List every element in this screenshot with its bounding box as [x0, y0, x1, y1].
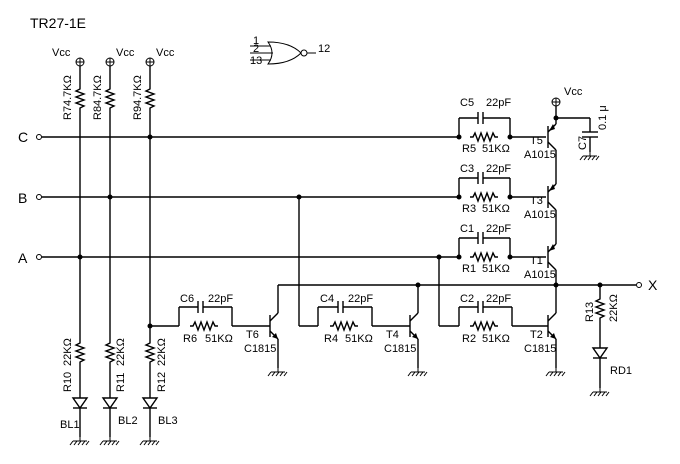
c5-label: C5 [460, 97, 474, 109]
c4-label: C4 [320, 293, 334, 305]
vcc-label-4: Vcc [564, 86, 583, 98]
r7-label: R7 [62, 106, 74, 120]
network-t1 [456, 232, 546, 262]
transistor-t6 [267, 285, 288, 377]
bl3-label: BL3 [158, 415, 178, 427]
input-a-label: A [18, 250, 28, 266]
r3-label: R3 [462, 203, 476, 215]
transistor-t4 [407, 285, 428, 377]
gate-pin-12: 12 [318, 43, 330, 55]
terminal-c [36, 134, 42, 140]
t2-label: T2 [530, 329, 543, 341]
r1-label: R1 [462, 263, 476, 275]
t5-type: A1015 [524, 149, 556, 161]
r3-value: 51KΩ [482, 203, 510, 215]
input-c-label: C [18, 129, 28, 145]
c7-value: 0.1 μ [597, 105, 609, 130]
r9-value: 4.7KΩ [132, 75, 144, 106]
r10-label: R10 [62, 372, 74, 392]
terminal-a [36, 254, 42, 260]
npn-wiring [150, 194, 459, 327]
t2-type: C1815 [524, 343, 556, 355]
rd1-label: RD1 [610, 365, 632, 377]
r8-label: R8 [92, 106, 104, 120]
r2-value: 51KΩ [482, 333, 510, 345]
pnp-stack-wires [551, 97, 600, 285]
c6-label: C6 [180, 293, 194, 305]
r10-value: 22KΩ [62, 338, 74, 366]
network-t5 [456, 112, 546, 142]
t6-type: C1815 [244, 343, 276, 355]
r6-label: R6 [183, 333, 197, 345]
t6-label: T6 [246, 329, 259, 341]
bl2-label: BL2 [118, 415, 138, 427]
t4-type: C1815 [384, 343, 416, 355]
r4-value: 51KΩ [345, 333, 373, 345]
gate-pin-13: 13 [250, 55, 262, 67]
r4-label: R4 [324, 333, 338, 345]
r11-value: 22KΩ [115, 338, 127, 366]
vcc-label-3: Vcc [156, 47, 175, 59]
pullup-column-2 [99, 57, 120, 446]
vcc-label-2: Vcc [116, 47, 135, 59]
terminal-x [636, 282, 642, 288]
c4-value: 22pF [348, 293, 373, 305]
t3-type: A1015 [524, 209, 556, 221]
diagram-title: TR27-1E [30, 15, 86, 31]
r11-label: R11 [115, 373, 127, 392]
c6-value: 22pF [208, 293, 233, 305]
r5-label: R5 [462, 143, 476, 155]
transistor-t1 [547, 243, 557, 271]
terminal-b [36, 194, 42, 200]
input-b-label: B [18, 190, 27, 206]
c5-value: 22pF [486, 97, 511, 109]
r8-value: 4.7KΩ [92, 75, 104, 106]
c3-label: C3 [460, 163, 474, 175]
bl1-label: BL1 [60, 419, 80, 431]
c1-label: C1 [460, 223, 474, 235]
network-t6 [178, 301, 270, 331]
transistor-t3 [547, 183, 557, 211]
r1-value: 51KΩ [482, 263, 510, 275]
r7-value: 4.7KΩ [62, 75, 74, 106]
output-net [278, 282, 642, 397]
r5-value: 51KΩ [482, 143, 510, 155]
gate-pin-2: 2 [253, 43, 259, 55]
c3-value: 22pF [486, 163, 511, 175]
t4-label: T4 [386, 329, 399, 341]
pullup-column-1 [69, 57, 90, 446]
network-t4 [317, 301, 410, 331]
input-buses [42, 136, 459, 258]
output-x-label: X [648, 277, 658, 293]
pullup-column-3 [139, 57, 160, 446]
r12-value: 22KΩ [156, 338, 168, 366]
r9-label: R9 [132, 106, 144, 120]
c1-value: 22pF [486, 223, 511, 235]
r12-label: R12 [156, 372, 168, 392]
network-t3 [456, 172, 546, 202]
network-t2 [458, 301, 548, 331]
r13-value: 22KΩ [608, 294, 620, 322]
t3-label: T3 [530, 195, 543, 207]
r6-value: 51KΩ [205, 333, 233, 345]
transistor-t5 [547, 123, 557, 151]
transistor-t2 [545, 285, 566, 377]
c2-label: C2 [460, 293, 474, 305]
nor-gate-symbol: 1 2 13 12 [250, 35, 330, 67]
r2-label: R2 [462, 333, 476, 345]
c7-label: C7 [577, 136, 589, 150]
t5-label: T5 [530, 135, 543, 147]
t1-label: T1 [530, 255, 543, 267]
t1-type: A1015 [524, 269, 556, 281]
gate-pin-1: 1 [253, 35, 259, 47]
c2-value: 22pF [486, 293, 511, 305]
input-terminals: C B A [18, 129, 42, 266]
r13-label: R13 [584, 302, 596, 322]
vcc-label-1: Vcc [52, 47, 71, 59]
